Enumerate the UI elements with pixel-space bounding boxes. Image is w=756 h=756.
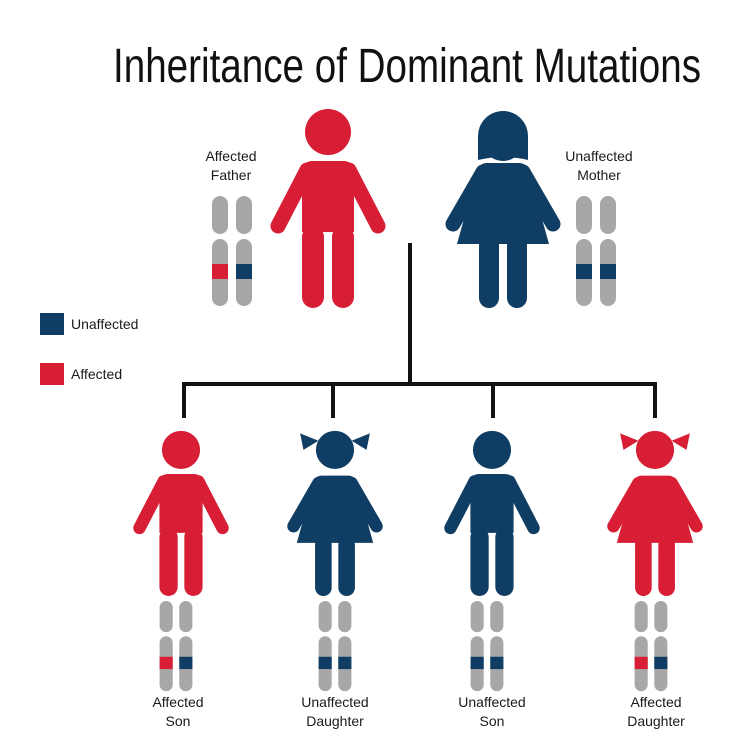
person-label-line1: Affected [630, 694, 681, 710]
allele-band-affected [159, 656, 173, 670]
female-figure-icon [287, 430, 383, 596]
legend-swatch-affected [40, 363, 64, 385]
allele-band-unaffected [470, 656, 484, 670]
legend-label-unaffected: Unaffected [71, 316, 138, 332]
chromosome-pair [576, 196, 616, 306]
chromosome-pair [634, 601, 668, 692]
chromosome-upper-arm [576, 196, 592, 234]
chromosome-upper-arm [179, 601, 193, 633]
chromosome-pair [470, 601, 504, 692]
chromosome-pair [318, 601, 352, 692]
chromosome-upper-arm [212, 196, 228, 234]
allele-band-unaffected [654, 656, 668, 670]
chromosome-upper-arm [490, 601, 504, 633]
person-label-line2: Father [211, 167, 252, 183]
diagram-title: Inheritance of Dominant Mutations [113, 40, 701, 93]
person-label-line2: Son [480, 713, 505, 729]
allele-band-unaffected [600, 264, 616, 279]
chromosome-upper-arm [338, 601, 352, 633]
allele-band-affected [212, 264, 228, 279]
chromosome-upper-arm [318, 601, 332, 633]
male-figure-icon [444, 430, 540, 596]
person-label-line2: Daughter [627, 713, 685, 729]
person-label-line1: Unaffected [301, 694, 368, 710]
chromosome-upper-arm [600, 196, 616, 234]
chromosome-pair [212, 196, 252, 306]
chromosome-upper-arm [634, 601, 648, 633]
legend-label-affected: Affected [71, 366, 122, 382]
female-figure-icon [607, 430, 703, 596]
male-figure-icon [133, 430, 229, 596]
chromosome-upper-arm [654, 601, 668, 633]
person-label-line1: Affected [152, 694, 203, 710]
person-label-line1: Affected [205, 148, 256, 164]
person-label-line1: Unaffected [458, 694, 525, 710]
female-figure-icon [445, 111, 561, 308]
allele-band-unaffected [338, 656, 352, 670]
family-members: AffectedFatherUnaffectedMotherAffectedSo… [133, 109, 703, 729]
chromosome-upper-arm [159, 601, 173, 633]
person-label-line2: Son [166, 713, 191, 729]
chromosome-upper-arm [470, 601, 484, 633]
allele-band-unaffected [179, 656, 193, 670]
allele-band-unaffected [490, 656, 504, 670]
allele-band-unaffected [576, 264, 592, 279]
male-figure-icon [270, 109, 386, 308]
person-label-line2: Mother [577, 167, 621, 183]
chromosome-pair [159, 601, 193, 692]
allele-band-unaffected [318, 656, 332, 670]
allele-band-unaffected [236, 264, 252, 279]
person-label-line1: Unaffected [565, 148, 632, 164]
family-tree-lines [182, 243, 657, 418]
legend-swatch-unaffected [40, 313, 64, 335]
chromosome-upper-arm [236, 196, 252, 234]
allele-band-affected [634, 656, 648, 670]
person-label-line2: Daughter [306, 713, 364, 729]
